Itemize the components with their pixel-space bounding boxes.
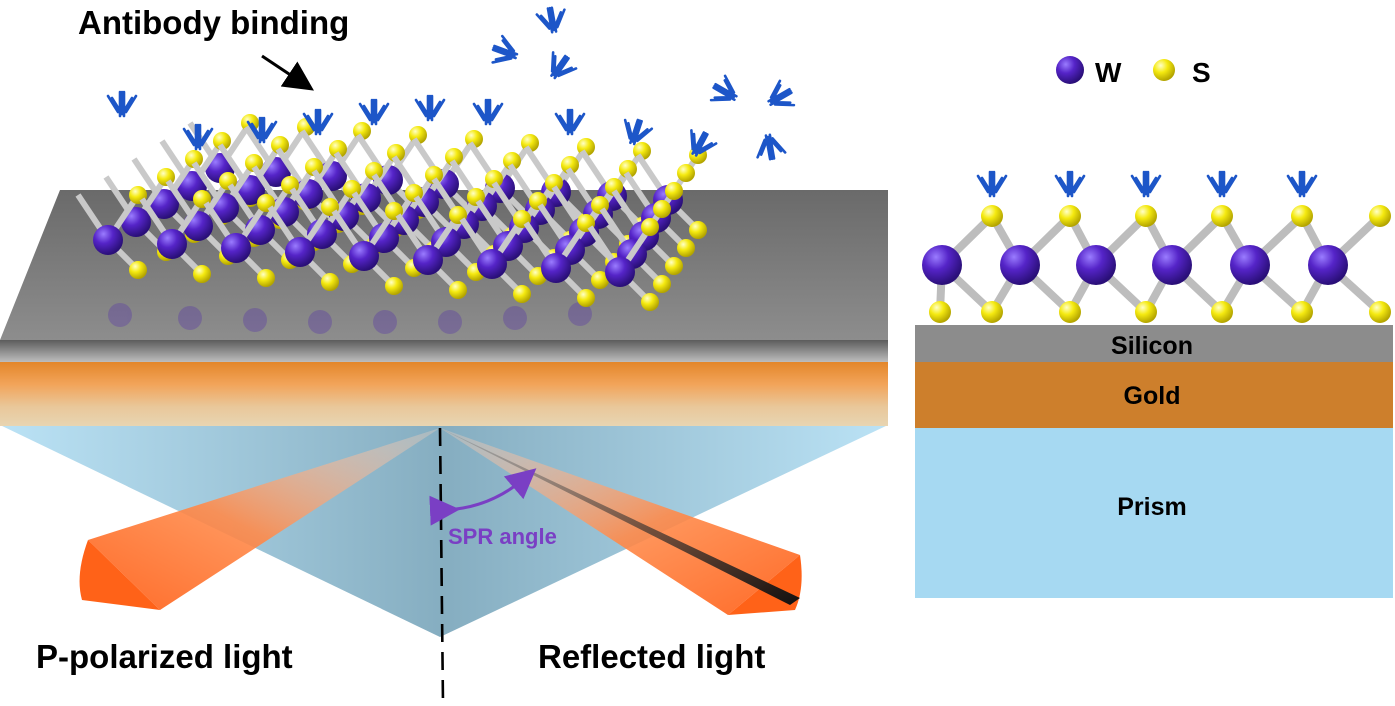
- normal-dashed-line: [438, 427, 445, 705]
- tungsten-atom: [605, 257, 635, 287]
- sulfur-atom: [503, 152, 521, 170]
- tungsten-atom: [93, 225, 123, 255]
- legend-w-marker: [1056, 56, 1084, 84]
- sulfur-atom: [665, 257, 683, 275]
- prism-layer: [915, 428, 1393, 598]
- silicon-slab-edge: [0, 340, 888, 362]
- antibody-icon: [1206, 170, 1238, 198]
- sulfur-atom: [1135, 205, 1157, 227]
- sulfur-atom: [1059, 205, 1081, 227]
- gold-slab: [0, 362, 888, 426]
- tungsten-atom: [541, 253, 571, 283]
- sulfur-atom: [591, 271, 609, 289]
- tungsten-atom: [349, 241, 379, 271]
- cross-section-antibodies: [976, 170, 1318, 198]
- prism-cone: [0, 425, 888, 637]
- antibody-icon: [976, 170, 1008, 198]
- legend: W S: [1056, 56, 1211, 88]
- tungsten-atom: [413, 245, 443, 275]
- incident-beam: [79, 428, 440, 610]
- sulfur-atom: [677, 239, 695, 257]
- reflected-light-label: Reflected light: [538, 638, 765, 675]
- sulfur-atom: [605, 178, 623, 196]
- antibody-binding-arrow: [261, 54, 314, 91]
- sulfur-atom: [641, 293, 659, 311]
- tungsten-atom: [1230, 245, 1270, 285]
- sulfur-atom: [425, 166, 443, 184]
- sulfur-atom: [257, 269, 275, 287]
- sulfur-atom: [271, 136, 289, 154]
- silicon-layer: [915, 325, 1393, 362]
- sulfur-atom: [653, 275, 671, 293]
- tungsten-atom: [1076, 245, 1116, 285]
- sulfur-atom: [305, 158, 323, 176]
- sulfur-atom: [185, 150, 203, 168]
- sulfur-atom: [129, 261, 147, 279]
- sulfur-atom: [329, 140, 347, 158]
- gold-layer: [915, 362, 1393, 428]
- ws2-lattice-3d: [75, 114, 707, 311]
- sulfur-atom: [1291, 205, 1313, 227]
- sulfur-atom: [213, 132, 231, 150]
- tungsten-atom: [221, 233, 251, 263]
- tungsten-atom: [369, 223, 399, 253]
- sulfur-atom: [577, 289, 595, 307]
- sulfur-atom: [485, 170, 503, 188]
- sulfur-atom: [545, 174, 563, 192]
- sulfur-atom: [653, 200, 671, 218]
- silicon-layer-label: Silicon: [1111, 332, 1193, 360]
- sulfur-atom: [1059, 301, 1081, 323]
- tungsten-atom: [477, 249, 507, 279]
- sulfur-atom: [689, 221, 707, 239]
- sulfur-atom: [981, 301, 1003, 323]
- sulfur-atom: [449, 281, 467, 299]
- tungsten-atom: [922, 245, 962, 285]
- cross-section-view: W S Silicon Gold Prism: [915, 56, 1393, 598]
- sulfur-atom: [193, 265, 211, 283]
- left-3d-view: SPR angle: [0, 4, 888, 705]
- sulfur-atom: [677, 164, 695, 182]
- sulfur-atom: [387, 144, 405, 162]
- sulfur-atom: [1135, 301, 1157, 323]
- tungsten-atom: [1000, 245, 1040, 285]
- spr-angle-arrow: [429, 468, 537, 526]
- legend-s-label: S: [1192, 57, 1211, 88]
- sulfur-atom: [561, 156, 579, 174]
- sulfur-atom: [245, 154, 263, 172]
- sulfur-atom: [619, 160, 637, 178]
- lattice-reflection: [108, 302, 592, 334]
- sulfur-atom: [1211, 205, 1233, 227]
- sulfur-atom: [1211, 301, 1233, 323]
- sulfur-atom: [665, 182, 683, 200]
- sulfur-atom: [981, 205, 1003, 227]
- antibody-icon: [1054, 170, 1086, 198]
- sulfur-atom: [385, 277, 403, 295]
- tungsten-atom: [157, 229, 187, 259]
- antibody-icon: [1130, 170, 1162, 198]
- gold-layer-label: Gold: [1124, 382, 1181, 410]
- sulfur-atom: [445, 148, 463, 166]
- tungsten-atom: [1308, 245, 1348, 285]
- sulfur-atom: [929, 301, 951, 323]
- sulfur-atom: [641, 218, 659, 236]
- sulfur-atom: [1369, 205, 1391, 227]
- tungsten-atom: [1152, 245, 1192, 285]
- sulfur-atom: [365, 162, 383, 180]
- p-polarized-label: P-polarized light: [36, 638, 293, 675]
- legend-s-marker: [1153, 59, 1175, 81]
- sulfur-atom: [513, 285, 531, 303]
- tungsten-atom: [285, 237, 315, 267]
- bound-antibodies: [106, 90, 720, 163]
- sulfur-atom: [1291, 301, 1313, 323]
- antibody-binding-label: Antibody binding: [78, 4, 349, 41]
- sulfur-atom: [321, 273, 339, 291]
- prism-layer-label: Prism: [1117, 493, 1186, 521]
- spr-angle-label: SPR angle: [448, 524, 557, 549]
- sulfur-atom: [1369, 301, 1391, 323]
- legend-w-label: W: [1095, 57, 1122, 88]
- ws2-lattice-2d: [922, 205, 1391, 323]
- antibody-icon: [1286, 170, 1318, 198]
